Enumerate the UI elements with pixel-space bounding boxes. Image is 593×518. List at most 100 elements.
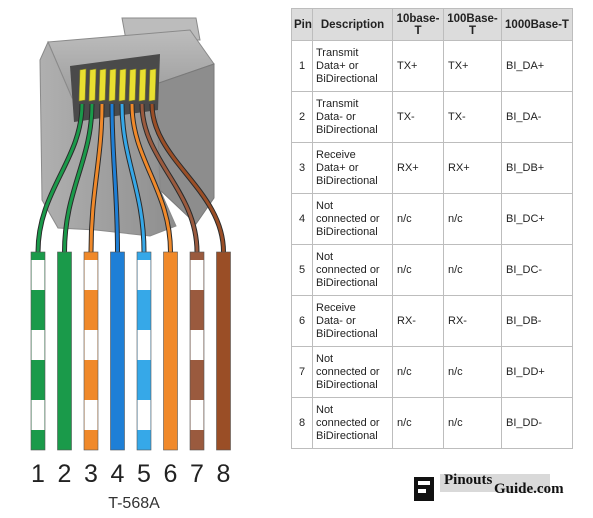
wire-end-green [57,251,72,451]
description-line: BiDirectional [316,123,378,136]
wire-white-blue [120,103,146,253]
col-header-description: Description [312,8,393,41]
description-line: BiDirectional [316,276,378,289]
pinoutsguide-logo: Pinouts Guide.com [412,471,572,505]
pin-number-cell: 4 [291,193,313,245]
wire-number: 5 [137,460,151,488]
description-line: Transmit [316,97,359,110]
wire-number: 6 [164,460,178,488]
wire-stripe [190,260,204,290]
pin-number-cell: 8 [291,397,313,449]
plug-contact [98,68,107,102]
signal-100base-t-cell: TX- [443,91,502,143]
wire-end-blue [110,251,125,451]
description-line: BiDirectional [316,378,378,391]
wire-stripe [84,400,98,430]
pin-number-cell: 5 [291,244,313,296]
description-line: Not [316,250,334,263]
signal-1000base-t-cell: BI_DC- [501,244,573,296]
wire-green [63,103,94,253]
wire-end-orange [163,251,178,451]
plug-wires [35,103,226,253]
logo-word-pinouts: Pinouts [444,472,493,488]
description-line: BiDirectional [316,225,378,238]
wire-end-brown [216,251,231,451]
signal-100base-t-cell: n/c [443,244,502,296]
pin-number-cell: 3 [291,142,313,194]
description-line: Receive [316,148,356,161]
signal-1000base-t-cell: BI_DB- [501,295,573,347]
wire-brown [150,103,225,253]
wire-number: 2 [58,460,72,488]
wire-number: 3 [84,460,98,488]
description-line: BiDirectional [316,72,378,85]
wire-white-brown [140,103,199,253]
wire-white-orange [89,103,104,253]
signal-10base-t-cell: n/c [392,193,444,245]
logo-word-guide: Guide.com [494,481,564,497]
standard-label: T-568A [108,495,160,512]
description-line: BiDirectional [316,429,378,442]
description-line: Data- or [316,110,356,123]
wire-stripe [84,330,98,360]
signal-100base-t-cell: n/c [443,193,502,245]
wire-stripe [31,260,45,290]
description-line: Data+ or [316,59,359,72]
wire-stripe [190,400,204,430]
description-line: Not [316,352,334,365]
plug-contact [78,68,87,102]
signal-1000base-t-cell: BI_DA+ [501,40,573,92]
signal-100base-t-cell: n/c [443,397,502,449]
description-line: connected or [316,416,380,429]
description-line: Transmit [316,46,359,59]
col-header-100base-t: 100Base-T [443,8,502,41]
description-line: connected or [316,263,380,276]
signal-100base-t-cell: TX+ [443,40,502,92]
col-header-pin: Pin [291,8,313,41]
wire-number: 1 [31,460,45,488]
description-line: Not [316,199,334,212]
signal-10base-t-cell: TX- [392,91,444,143]
wire-number: 4 [111,460,125,488]
plug-contact [118,68,127,102]
pin-number-cell: 7 [291,346,313,398]
signal-1000base-t-cell: BI_DD+ [501,346,573,398]
description-line: Data+ or [316,161,359,174]
plug-contacts [78,68,157,102]
wire-blue [110,103,119,253]
wire-stripe [137,400,151,430]
description-line: connected or [316,365,380,378]
signal-10base-t-cell: n/c [392,244,444,296]
wire-ends [30,251,231,451]
description-line: Receive [316,301,356,314]
signal-1000base-t-cell: BI_DD- [501,397,573,449]
description-line: Data- or [316,314,356,327]
signal-100base-t-cell: RX- [443,295,502,347]
description-line: connected or [316,212,380,225]
wire-stripe [31,400,45,430]
pin-number-cell: 6 [291,295,313,347]
description-line: BiDirectional [316,327,378,340]
signal-10base-t-cell: RX+ [392,142,444,194]
wire-stripe [137,260,151,290]
plug-logo-icon [414,477,434,501]
wire-stripe [84,260,98,290]
signal-10base-t-cell: n/c [392,346,444,398]
col-header-10base-t: 10base-T [392,8,444,41]
description-line: BiDirectional [316,174,378,187]
pin-number-cell: 2 [291,91,313,143]
plug-contact [108,68,117,102]
signal-100base-t-cell: n/c [443,346,502,398]
